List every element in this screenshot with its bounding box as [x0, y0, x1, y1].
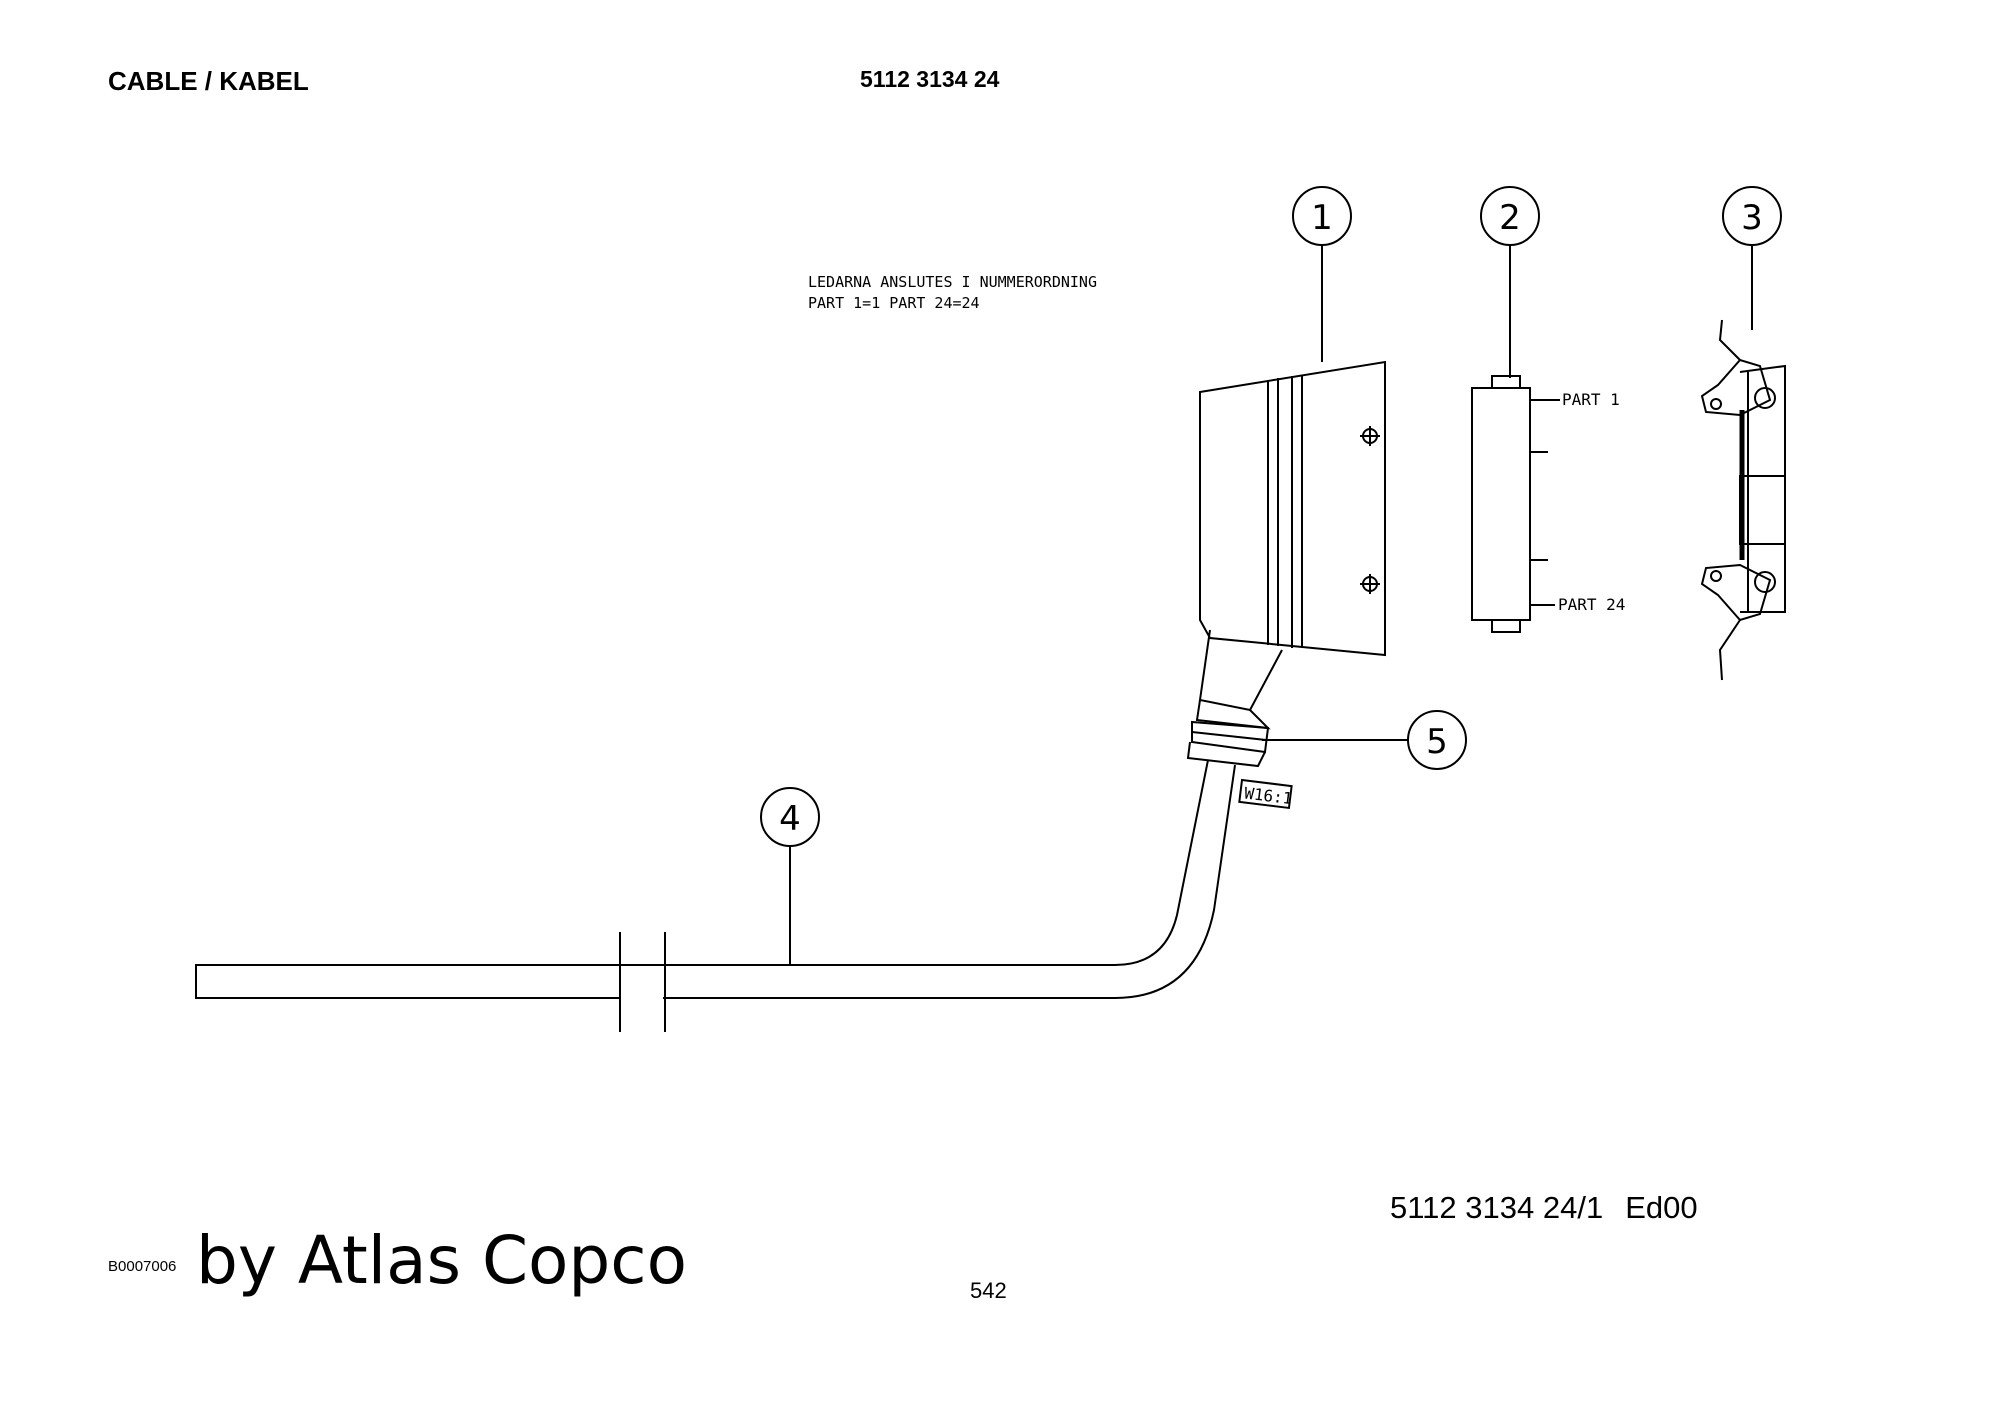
locking-clip [1700, 319, 1786, 681]
pin-insert: PART 1 PART 24 [1471, 370, 1625, 633]
svg-text:2: 2 [1499, 198, 1521, 238]
drawing-reference: 5112 3134 24/1 Ed00 [1390, 1190, 1698, 1226]
wiring-note-line-2: PART 1=1 PART 24=24 [808, 294, 980, 312]
connector-hood [1199, 360, 1386, 657]
svg-text:3: 3 [1741, 198, 1763, 238]
edition-label: Ed00 [1625, 1190, 1698, 1225]
wiring-note-line-1: LEDARNA ANSLUTES I NUMMERORDNING [808, 273, 1097, 291]
balloon-2: 2 [1480, 186, 1540, 378]
drawing-ref-number: 5112 3134 24/1 [1390, 1190, 1604, 1225]
page-title: CABLE / KABEL [108, 66, 309, 96]
svg-text:5: 5 [1426, 722, 1448, 762]
balloon-5: 5 [1262, 710, 1467, 770]
pin-label-last: PART 24 [1558, 595, 1625, 614]
svg-text:4: 4 [779, 799, 801, 839]
document-id: B0007006 [108, 1258, 177, 1275]
svg-text:1: 1 [1311, 198, 1333, 238]
balloon-3: 3 [1722, 186, 1782, 330]
balloon-4: 4 [760, 787, 820, 965]
cable: W16:1 [195, 759, 1293, 1032]
strain-relief [1186, 629, 1283, 768]
brand-text: by Atlas Copco [196, 1222, 687, 1299]
cable-tag-label: W16:1 [1243, 783, 1293, 808]
page-number: 542 [970, 1278, 1007, 1303]
part-number: 5112 3134 24 [860, 66, 1000, 92]
pin-label-first: PART 1 [1562, 390, 1620, 409]
balloon-1: 1 [1292, 186, 1352, 362]
